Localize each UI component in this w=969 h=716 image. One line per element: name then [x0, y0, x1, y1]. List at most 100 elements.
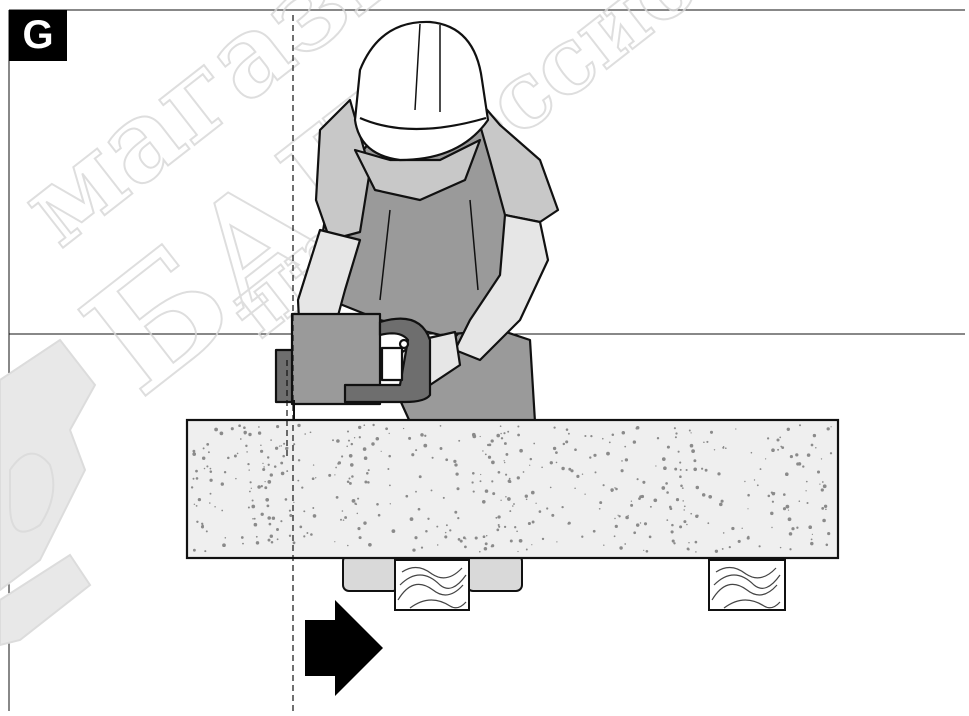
concrete-speck [694, 540, 698, 544]
concrete-speck [496, 433, 500, 438]
concrete-speck [731, 526, 735, 531]
concrete-speck [479, 435, 481, 438]
concrete-speck [720, 499, 724, 503]
concrete-speck [724, 447, 727, 450]
concrete-speck [465, 538, 467, 540]
concrete-speck [636, 478, 639, 481]
concrete-speck [505, 496, 507, 498]
concrete-speck [728, 545, 731, 549]
concrete-speck [288, 509, 291, 512]
concrete-speck [409, 517, 414, 521]
concrete-speck [701, 467, 704, 470]
concrete-speck [456, 487, 460, 491]
concrete-speck [656, 437, 660, 440]
concrete-speck [806, 501, 809, 505]
concrete-speck [293, 443, 296, 446]
concrete-speck [264, 480, 266, 483]
concrete-speck [358, 425, 362, 430]
concrete-speck [490, 439, 494, 443]
concrete-speck [445, 524, 448, 527]
concrete-speck [777, 448, 780, 451]
concrete-speck [693, 459, 697, 463]
concrete-speck [262, 467, 266, 472]
concrete-speck [408, 436, 412, 440]
concrete-speck [332, 439, 334, 442]
concrete-speck [195, 505, 198, 507]
concrete-speck [822, 484, 827, 489]
concrete-speck [255, 541, 260, 545]
concrete-speck [617, 514, 619, 516]
concrete-speck [661, 486, 666, 490]
concrete-speck [519, 448, 523, 453]
concrete-speck [442, 496, 445, 499]
concrete-speck [415, 449, 418, 452]
concrete-speck [514, 526, 517, 529]
concrete-speck [280, 461, 284, 465]
concrete-speck [362, 447, 367, 451]
cut-direction-arrow-icon [305, 600, 383, 696]
concrete-speck [598, 507, 601, 510]
concrete-speck [771, 448, 775, 453]
concrete-speck [624, 458, 629, 462]
concrete-speck [603, 544, 605, 546]
concrete-speck [719, 502, 723, 507]
concrete-speck [683, 505, 686, 508]
concrete-speck [311, 477, 315, 481]
concrete-speck [661, 457, 666, 461]
concrete-speck [529, 457, 533, 461]
concrete-speck [570, 469, 574, 473]
concrete-speck [491, 460, 495, 465]
concrete-speck [358, 536, 362, 540]
concrete-speck [735, 428, 737, 430]
concrete-speck [530, 490, 535, 495]
concrete-speck [516, 530, 518, 533]
concrete-speck [764, 458, 767, 460]
concrete-speck [341, 510, 344, 512]
concrete-speck [771, 526, 773, 529]
concrete-speck [190, 486, 194, 489]
concrete-speck [492, 492, 496, 496]
concrete-speck [453, 459, 457, 464]
concrete-speck [363, 521, 367, 525]
concrete-speck [509, 539, 513, 543]
concrete-speck [649, 505, 652, 508]
concrete-speck [348, 453, 353, 458]
concrete-speck [363, 456, 368, 460]
concrete-speck [196, 520, 199, 523]
concrete-speck [484, 489, 489, 493]
concrete-speck [655, 465, 657, 467]
support-blocks [342, 554, 786, 611]
concrete-speck [825, 508, 827, 511]
concrete-speck [498, 525, 501, 528]
concrete-speck [713, 449, 716, 451]
concrete-speck [581, 535, 584, 538]
concrete-speck [821, 507, 825, 510]
concrete-speck [819, 483, 821, 485]
concrete-speck [376, 502, 379, 506]
concrete-speck [632, 440, 637, 444]
concrete-speck [388, 432, 390, 435]
concrete-speck [449, 529, 452, 532]
chainsaw-button [398, 338, 410, 350]
concrete-speck [808, 525, 813, 530]
concrete-speck [347, 439, 351, 442]
concrete-speck [737, 539, 741, 543]
concrete-speck [336, 439, 340, 443]
concrete-speck [779, 436, 782, 439]
concrete-speck [364, 480, 368, 484]
concrete-speck [457, 516, 460, 520]
concrete-speck [439, 425, 442, 427]
concrete-speck [624, 543, 627, 545]
concrete-speck [614, 487, 616, 489]
concrete-speck [673, 427, 676, 430]
concrete-speck [669, 507, 673, 511]
concrete-speck [538, 510, 542, 513]
concrete-speck [455, 472, 459, 476]
concrete-speck [286, 470, 289, 473]
concrete-speck [253, 522, 258, 527]
concrete-speck [482, 450, 484, 452]
concrete-speck [704, 468, 708, 472]
concrete-speck [488, 443, 492, 447]
concrete-speck [248, 469, 250, 471]
concrete-speck [549, 461, 553, 465]
